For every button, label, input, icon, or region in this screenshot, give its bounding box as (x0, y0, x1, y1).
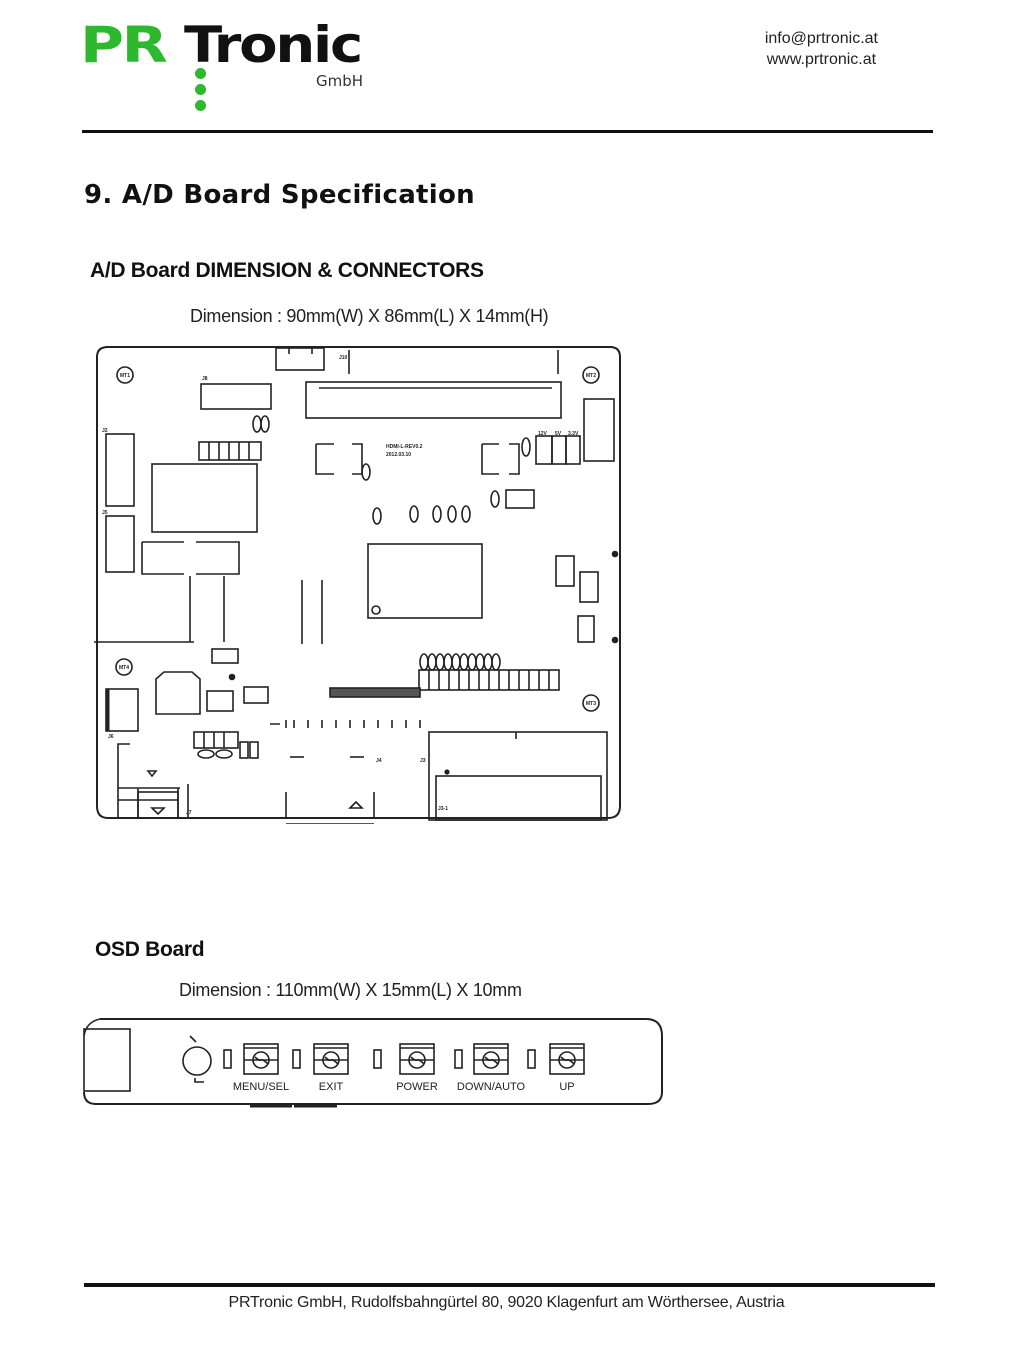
mount-hole-mt4 (115, 658, 133, 676)
osd-button-label: UP (559, 1081, 574, 1093)
svg-text:J10: J10 (339, 355, 348, 361)
contact-info: info@prtronic.at www.prtronic.at (765, 28, 878, 70)
section-title: 9. A/D Board Specification (84, 180, 475, 210)
osd-button-power: POWER (396, 1043, 438, 1093)
contact-website[interactable]: www.prtronic.at (766, 51, 877, 68)
header-divider (82, 130, 933, 133)
label-12v: 12V (538, 431, 548, 437)
osd-button-down-auto: DOWN/AUTO (457, 1043, 526, 1093)
osd-button-label: MENU/SEL (233, 1081, 289, 1093)
label-5v: 5V (555, 431, 562, 437)
svg-text:J5: J5 (102, 510, 108, 516)
osd-led-indicator (373, 1049, 382, 1069)
osd-button-exit: EXIT (313, 1043, 349, 1093)
logo-text-pr: PR (80, 16, 168, 74)
osd-board-heading: OSD Board (95, 938, 205, 961)
pcb-date-label: 2012.03.10 (386, 452, 411, 458)
footer-divider (84, 1283, 935, 1287)
svg-text:MT2: MT2 (586, 373, 596, 379)
connector-j10 (275, 347, 325, 371)
osd-button-up: UP (549, 1043, 585, 1093)
svg-text:MT4: MT4 (119, 665, 129, 671)
svg-text:MT1: MT1 (120, 373, 130, 379)
osd-board-dimension: Dimension : 110mm(W) X 15mm(L) X 10mm (179, 980, 522, 1000)
svg-text:J6: J6 (108, 734, 114, 740)
osd-button-label: DOWN/AUTO (457, 1081, 526, 1093)
mount-hole-mt2 (582, 366, 600, 384)
svg-text:J3: J3 (420, 758, 426, 764)
osd-button-label: POWER (396, 1081, 438, 1093)
ir-receiver (182, 1046, 212, 1076)
osd-led-indicator (527, 1049, 536, 1069)
logo-dot-icon (195, 68, 206, 79)
mount-hole-mt1 (116, 366, 134, 384)
ad-board-heading: A/D Board DIMENSION & CONNECTORS (90, 259, 484, 282)
svg-text:J3-1: J3-1 (438, 806, 448, 812)
pcb-version-label: HDMI-L-REV0.2 (386, 444, 423, 450)
osd-led-indicator (292, 1049, 301, 1069)
logo-dot-icon (195, 84, 206, 95)
mount-hole-mt3 (582, 694, 600, 712)
logo-dot-icon (195, 100, 206, 111)
osd-led-indicator (454, 1049, 463, 1069)
osd-button-menu-sel: MENU/SEL (233, 1043, 289, 1093)
logo-text-tronic: Tronic (184, 16, 363, 74)
svg-text:J7: J7 (186, 810, 192, 816)
label-3v3: 3.3V (568, 431, 579, 437)
osd-board-diagram: MENU/SEL EXIT POWER DOWN/AUTO UP (83, 1018, 663, 1108)
company-logo: PR Tronic GmbH (80, 18, 380, 118)
contact-email[interactable]: info@prtronic.at (764, 30, 878, 47)
osd-outline (83, 1018, 663, 1105)
svg-text:MT3: MT3 (586, 701, 596, 707)
logo-text-gmbh: GmbH (316, 72, 364, 90)
osd-button-label: EXIT (319, 1081, 344, 1093)
svg-text:J2: J2 (102, 428, 108, 434)
pcb-outline (96, 346, 621, 819)
svg-text:J8: J8 (202, 376, 208, 382)
ad-board-diagram: MT1 MT2 MT4 MT3 12V 5V 3.3V HDMI-L-REV0.… (94, 346, 621, 824)
osd-led-indicator (223, 1049, 232, 1069)
footer-address: PRTronic GmbH, Rudolfsbahngürtel 80, 902… (228, 1294, 785, 1311)
osd-connector (83, 1028, 131, 1092)
svg-text:J4: J4 (376, 758, 382, 764)
connector-lvds (305, 381, 562, 419)
ad-board-dimension: Dimension : 90mm(W) X 86mm(L) X 14mm(H) (190, 306, 549, 326)
